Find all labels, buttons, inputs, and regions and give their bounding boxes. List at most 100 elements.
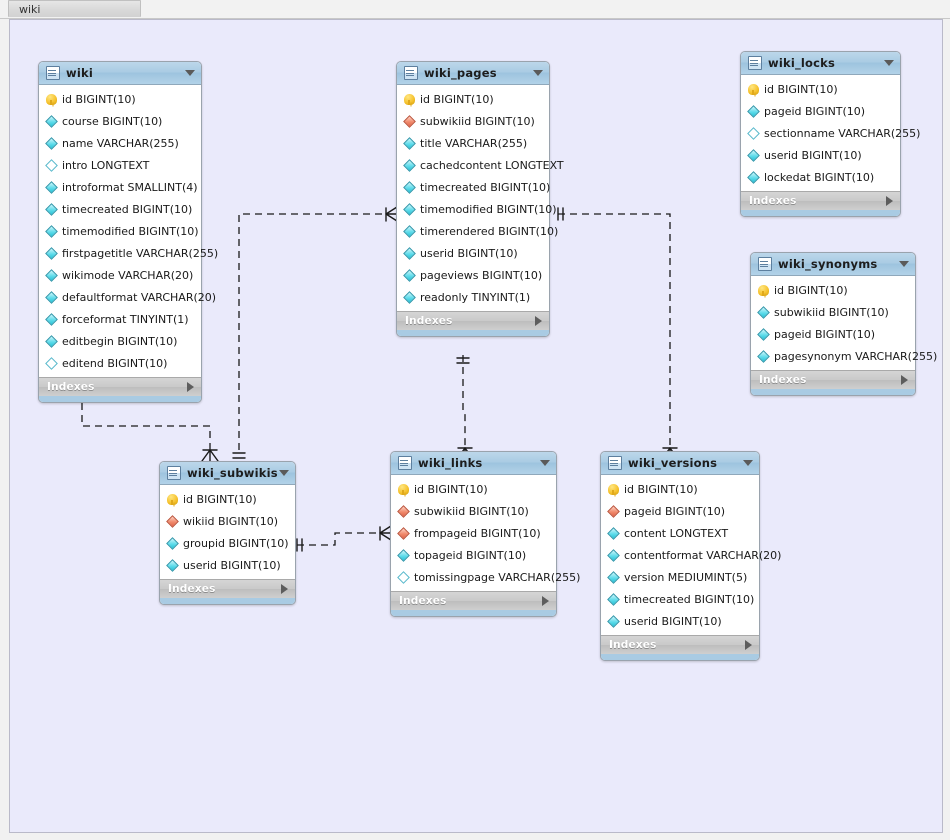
table-header-wiki[interactable]: wiki: [39, 62, 201, 85]
chevron-down-icon[interactable]: [743, 460, 753, 466]
table-row[interactable]: content LONGTEXT: [601, 522, 759, 544]
column-label: id BIGINT(10): [414, 482, 488, 496]
chevron-right-icon[interactable]: [901, 375, 908, 385]
table-row[interactable]: lockedat BIGINT(10): [741, 166, 900, 188]
table-row[interactable]: intro LONGTEXT: [39, 154, 201, 176]
chevron-down-icon[interactable]: [279, 470, 289, 476]
table-header-wiki_links[interactable]: wiki_links: [391, 452, 556, 475]
table-row[interactable]: userid BIGINT(10): [741, 144, 900, 166]
filled-diamond-icon: [403, 203, 416, 216]
table-row[interactable]: wikimode VARCHAR(20): [39, 264, 201, 286]
indexes-bar[interactable]: Indexes: [391, 591, 556, 610]
table-row[interactable]: wikiid BIGINT(10): [160, 510, 295, 532]
table-row[interactable]: timemodified BIGINT(10): [397, 198, 557, 220]
table-header-wiki_subwikis[interactable]: wiki_subwikis: [160, 462, 295, 485]
column-label: timecreated BIGINT(10): [420, 180, 551, 194]
chevron-right-icon[interactable]: [535, 316, 542, 326]
table-row[interactable]: course BIGINT(10): [39, 110, 201, 132]
table-row[interactable]: timecreated BIGINT(10): [601, 588, 759, 610]
table-row[interactable]: id BIGINT(10): [751, 279, 915, 301]
table-row[interactable]: frompageid BIGINT(10): [391, 522, 556, 544]
column-label: topageid BIGINT(10): [414, 548, 527, 562]
table-row[interactable]: introformat SMALLINT(4): [39, 176, 201, 198]
chevron-down-icon[interactable]: [884, 60, 894, 66]
table-row[interactable]: id BIGINT(10): [601, 478, 759, 500]
table-row[interactable]: tomissingpage VARCHAR(255): [391, 566, 580, 588]
table-row[interactable]: id BIGINT(10): [397, 88, 549, 110]
indexes-label: Indexes: [405, 315, 453, 327]
chevron-right-icon[interactable]: [187, 382, 194, 392]
table-row[interactable]: sectionname VARCHAR(255): [741, 122, 920, 144]
table-row[interactable]: contentformat VARCHAR(20): [601, 544, 781, 566]
indexes-bar[interactable]: Indexes: [751, 370, 915, 389]
table-row[interactable]: timecreated BIGINT(10): [39, 198, 201, 220]
table-row[interactable]: pageid BIGINT(10): [601, 500, 759, 522]
column-label: pageviews BIGINT(10): [420, 268, 543, 282]
table-row[interactable]: userid BIGINT(10): [601, 610, 759, 632]
table-row[interactable]: editbegin BIGINT(10): [39, 330, 201, 352]
indexes-bar[interactable]: Indexes: [160, 579, 295, 598]
table-row[interactable]: subwikiid BIGINT(10): [751, 301, 915, 323]
table-row[interactable]: topageid BIGINT(10): [391, 544, 556, 566]
table-header-wiki_locks[interactable]: wiki_locks: [741, 52, 900, 75]
chevron-right-icon[interactable]: [281, 584, 288, 594]
table-row[interactable]: subwikiid BIGINT(10): [391, 500, 556, 522]
table-row[interactable]: pageviews BIGINT(10): [397, 264, 549, 286]
table-row[interactable]: timerendered BIGINT(10): [397, 220, 558, 242]
table-row[interactable]: cachedcontent LONGTEXT: [397, 154, 564, 176]
table-row[interactable]: defaultformat VARCHAR(20): [39, 286, 216, 308]
chevron-right-icon[interactable]: [886, 196, 893, 206]
table-row[interactable]: firstpagetitle VARCHAR(255): [39, 242, 218, 264]
table-row[interactable]: editend BIGINT(10): [39, 352, 201, 374]
table-row[interactable]: userid BIGINT(10): [397, 242, 549, 264]
primary-key-icon: [404, 93, 415, 105]
indexes-bar[interactable]: Indexes: [741, 191, 900, 210]
tab-wiki[interactable]: wiki: [8, 0, 141, 17]
filled-diamond-icon: [45, 137, 58, 150]
chevron-right-icon[interactable]: [542, 596, 549, 606]
chevron-down-icon[interactable]: [533, 70, 543, 76]
indexes-bar[interactable]: Indexes: [39, 377, 201, 396]
table-header-wiki_synonyms[interactable]: wiki_synonyms: [751, 253, 915, 276]
table-row[interactable]: id BIGINT(10): [391, 478, 556, 500]
table-wiki[interactable]: wiki id BIGINT(10) course BIGINT(10)name V…: [38, 61, 218, 403]
table-row[interactable]: title VARCHAR(255): [397, 132, 549, 154]
table-row[interactable]: timecreated BIGINT(10): [397, 176, 551, 198]
indexes-label: Indexes: [609, 639, 657, 651]
table-row[interactable]: subwikiid BIGINT(10): [397, 110, 549, 132]
table-row[interactable]: timemodified BIGINT(10): [39, 220, 201, 242]
table-row[interactable]: version MEDIUMINT(5): [601, 566, 759, 588]
table-row[interactable]: forceformat TINYINT(1): [39, 308, 201, 330]
indexes-bar[interactable]: Indexes: [601, 635, 759, 654]
table-footer-strip: [39, 396, 201, 402]
table-row[interactable]: readonly TINYINT(1): [397, 286, 549, 308]
chevron-down-icon[interactable]: [899, 261, 909, 267]
table-title: wiki: [66, 66, 93, 80]
filled-diamond-icon: [403, 291, 416, 304]
table-row[interactable]: pageid BIGINT(10): [741, 100, 900, 122]
chevron-down-icon[interactable]: [185, 70, 195, 76]
table-row[interactable]: id BIGINT(10): [39, 88, 201, 110]
table-row[interactable]: pageid BIGINT(10): [751, 323, 915, 345]
table-row[interactable]: pagesynonym VARCHAR(255): [751, 345, 937, 367]
table-header-wiki_pages[interactable]: wiki_pages: [397, 62, 549, 85]
table-row[interactable]: id BIGINT(10): [741, 78, 900, 100]
table-header-wiki_versions[interactable]: wiki_versions: [601, 452, 759, 475]
table-row[interactable]: name VARCHAR(255): [39, 132, 201, 154]
table-row[interactable]: groupid BIGINT(10): [160, 532, 295, 554]
table-footer-strip: [601, 654, 759, 660]
indexes-bar[interactable]: Indexes: [397, 311, 549, 330]
foreign-key-diamond-icon: [397, 505, 410, 518]
column-label: id BIGINT(10): [62, 92, 136, 106]
table-row[interactable]: id BIGINT(10): [160, 488, 295, 510]
chevron-right-icon[interactable]: [745, 640, 752, 650]
chevron-down-icon[interactable]: [540, 460, 550, 466]
table-row[interactable]: userid BIGINT(10): [160, 554, 295, 576]
